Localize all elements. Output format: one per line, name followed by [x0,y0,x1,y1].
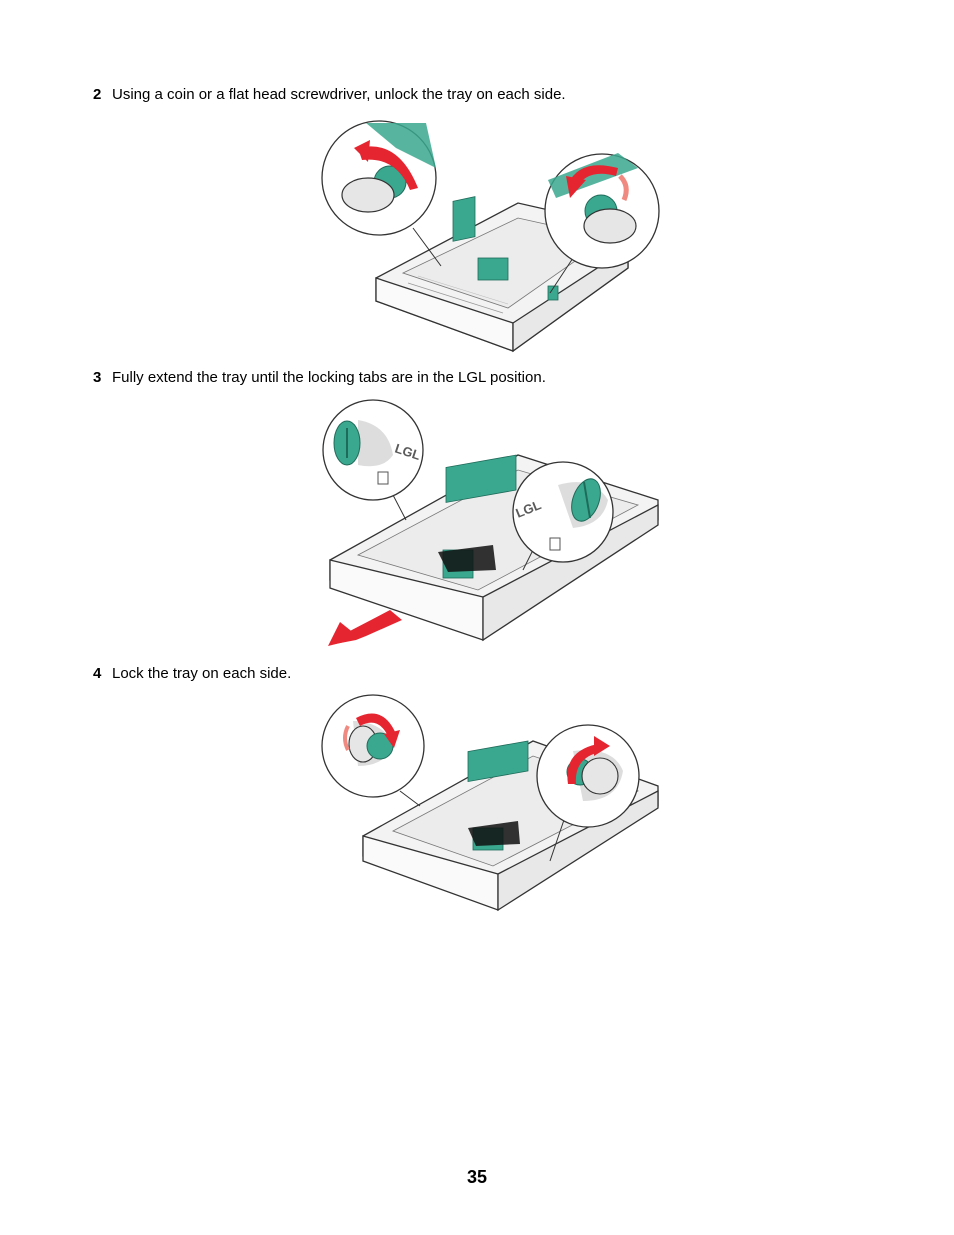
page-number: 35 [466,1167,488,1187]
step-text: Fully extend the tray until the locking … [112,369,546,386]
illustration-lock-tray [318,694,663,912]
illustration-extend-tray: LGL LGL [318,399,663,648]
step-2: 2 Using a coin or a flat head screwdriver… [93,86,566,104]
step-number: 2 [93,86,102,103]
step-3: 3 Fully extend the tray until the locking… [93,369,546,387]
arrow-icon [358,146,418,190]
arrow-icon [567,744,600,784]
step-number: 3 [93,369,102,386]
arrow-icon [568,165,618,188]
step-text: Lock the tray on each side. [112,665,292,682]
step-number: 4 [93,665,102,682]
illustration-unlock-tray [318,118,663,354]
step-4: 4 Lock the tray on each side. [93,665,291,683]
arrow-icon [356,713,396,736]
step-text: Using a coin or a flat head screwdriver,… [112,86,566,103]
